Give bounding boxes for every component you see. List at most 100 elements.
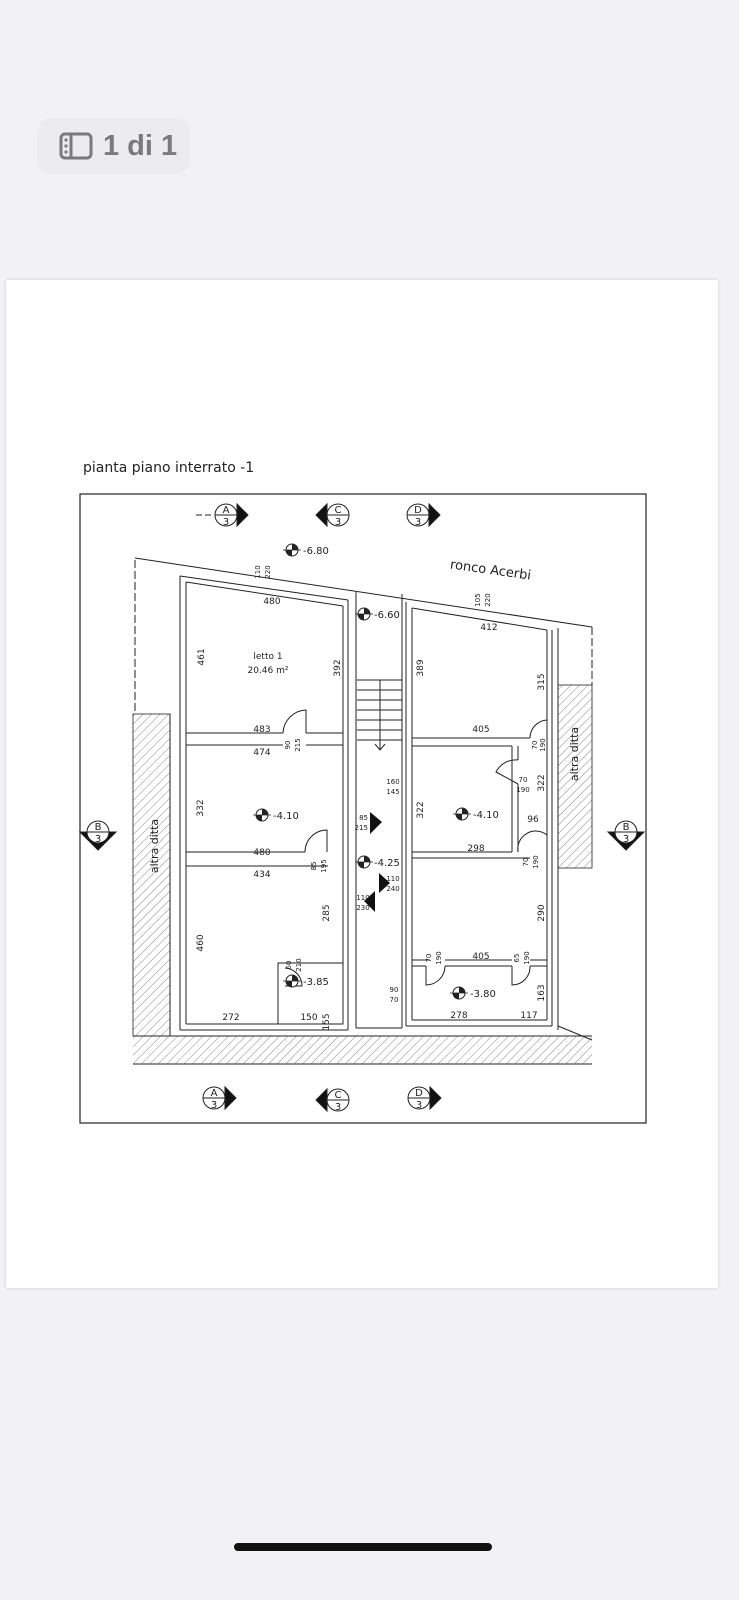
- sidebar-icon: [59, 132, 93, 160]
- svg-text:278: 278: [450, 1011, 467, 1021]
- svg-text:190: 190: [435, 951, 443, 964]
- svg-text:145: 145: [386, 788, 399, 796]
- section-marker-b-right: B3: [606, 820, 646, 851]
- svg-text:3: 3: [335, 1102, 341, 1113]
- svg-text:220: 220: [264, 565, 272, 578]
- ground-hatch: [133, 1036, 592, 1064]
- neighbor-label-right: altra ditta: [568, 727, 581, 781]
- level-marker: -6.60: [354, 607, 400, 621]
- room-name: letto 1: [253, 652, 282, 662]
- neighbor-hatch-left: [132, 713, 171, 1037]
- svg-text:85: 85: [359, 814, 368, 822]
- svg-text:70: 70: [425, 954, 433, 963]
- svg-text:392: 392: [333, 659, 343, 676]
- svg-text:190: 190: [539, 738, 547, 751]
- level-marker: -3.85: [282, 974, 329, 988]
- svg-text:-4.10: -4.10: [473, 810, 499, 821]
- page-indicator[interactable]: 1 di 1: [37, 118, 190, 174]
- home-indicator[interactable]: [234, 1543, 492, 1551]
- svg-text:155: 155: [322, 1013, 332, 1030]
- svg-text:210: 210: [295, 958, 303, 971]
- svg-text:460: 460: [196, 934, 206, 951]
- svg-text:389: 389: [416, 659, 426, 676]
- walls: [133, 557, 593, 1065]
- pdf-page: [6, 280, 718, 1288]
- drawing-frame: [79, 493, 647, 1124]
- svg-text:B: B: [623, 822, 630, 833]
- svg-text:220: 220: [484, 593, 492, 606]
- section-marker-a-bottom: A3: [202, 1085, 237, 1111]
- svg-text:90: 90: [390, 986, 399, 994]
- section-marker-d-top: D3: [406, 502, 441, 528]
- svg-text:195: 195: [320, 859, 328, 872]
- svg-text:117: 117: [520, 1011, 537, 1021]
- page-count: 1 di 1: [103, 129, 178, 162]
- svg-text:C: C: [335, 1090, 342, 1101]
- svg-text:163: 163: [537, 984, 547, 1001]
- svg-text:272: 272: [222, 1013, 239, 1023]
- svg-text:190: 190: [523, 951, 531, 964]
- neighbor-label-left: altra ditta: [148, 819, 161, 873]
- svg-text:110: 110: [386, 875, 399, 883]
- svg-text:474: 474: [253, 748, 270, 758]
- svg-text:3: 3: [416, 1100, 422, 1111]
- svg-text:96: 96: [527, 815, 539, 825]
- svg-text:480: 480: [253, 848, 270, 858]
- section-marker-d-bottom: D3: [407, 1085, 442, 1111]
- svg-text:3: 3: [211, 1100, 217, 1111]
- svg-text:160: 160: [386, 778, 399, 786]
- svg-text:70: 70: [519, 776, 528, 784]
- svg-text:85: 85: [310, 862, 318, 871]
- svg-text:65: 65: [513, 954, 521, 963]
- svg-text:298: 298: [467, 844, 484, 854]
- level-marker: -4.10: [452, 807, 499, 821]
- svg-text:240: 240: [386, 885, 399, 893]
- svg-text:3: 3: [223, 517, 229, 528]
- level-marker: -4.10: [252, 808, 299, 822]
- svg-text:315: 315: [537, 673, 547, 690]
- section-marker-b-left: B3: [78, 820, 118, 851]
- level-marker: -3.80: [449, 986, 496, 1000]
- svg-text:-6.80: -6.80: [303, 546, 329, 557]
- svg-text:230: 230: [356, 904, 369, 912]
- drawing-title: pianta piano interrato -1: [83, 460, 254, 476]
- svg-text:C: C: [335, 505, 342, 516]
- section-marker-c-top: C3: [315, 502, 350, 528]
- svg-text:3: 3: [95, 834, 101, 845]
- svg-text:-3.85: -3.85: [303, 977, 329, 988]
- svg-text:70: 70: [531, 741, 539, 750]
- svg-text:D: D: [414, 505, 422, 516]
- svg-text:90: 90: [284, 741, 292, 750]
- svg-text:405: 405: [472, 952, 489, 962]
- svg-text:215: 215: [294, 738, 302, 751]
- svg-text:480: 480: [263, 597, 280, 607]
- section-markers: A3 C3 D3 B3 B3 A3 C3 D3: [78, 502, 646, 1113]
- room-area: 20.46 m²: [247, 666, 288, 676]
- svg-text:70: 70: [390, 996, 399, 1004]
- svg-text:70: 70: [522, 858, 530, 867]
- svg-text:60: 60: [285, 961, 293, 970]
- svg-text:A: A: [211, 1088, 218, 1099]
- svg-text:434: 434: [253, 870, 270, 880]
- svg-text:322: 322: [537, 774, 547, 791]
- svg-text:322: 322: [416, 801, 426, 818]
- svg-text:483: 483: [253, 725, 270, 735]
- dimensions: 480 461 392 483 474 332 480 434 285 460 …: [196, 597, 547, 1031]
- svg-text:290: 290: [537, 904, 547, 921]
- svg-text:-4.25: -4.25: [374, 858, 400, 869]
- section-marker-a-top: A3: [196, 502, 249, 528]
- level-marker: -4.25: [354, 855, 400, 869]
- section-marker-c-bottom: C3: [315, 1087, 350, 1113]
- svg-text:-3.80: -3.80: [470, 989, 496, 1000]
- svg-text:105: 105: [474, 593, 482, 606]
- svg-text:110: 110: [254, 565, 262, 578]
- svg-text:150: 150: [300, 1013, 317, 1023]
- svg-text:D: D: [415, 1088, 423, 1099]
- street-label: ronco Acerbi: [449, 557, 532, 583]
- svg-text:3: 3: [415, 517, 421, 528]
- svg-text:285: 285: [322, 904, 332, 921]
- svg-text:-6.60: -6.60: [374, 610, 400, 621]
- svg-text:215: 215: [355, 824, 368, 832]
